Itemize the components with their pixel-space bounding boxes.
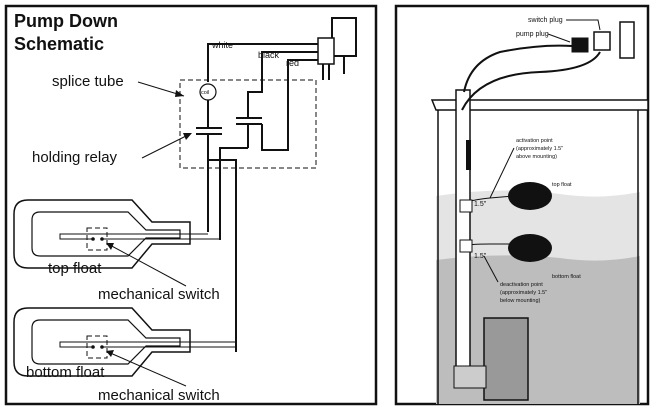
holding-relay-arrow bbox=[141, 133, 191, 159]
bottom-switch-arrow bbox=[107, 351, 187, 387]
pump-plug-icon bbox=[571, 37, 589, 53]
switch-plug-icon bbox=[593, 31, 611, 51]
wall-outlet bbox=[619, 21, 635, 59]
tank-panel: switch plug pump plug 1.5" activation po… bbox=[394, 4, 650, 406]
switch-plug-label: switch plug bbox=[528, 17, 563, 24]
schematic-title-line1: Pump Down bbox=[14, 11, 118, 31]
switch-cord bbox=[461, 51, 601, 111]
deactivation-point-line1: deactivation point bbox=[500, 282, 543, 288]
top-float-label: top float bbox=[48, 260, 102, 277]
top-float-icon bbox=[508, 182, 552, 210]
top-measure-label: 1.5" bbox=[474, 201, 487, 208]
pump-cord bbox=[463, 44, 573, 93]
schematic-title-line2: Schematic bbox=[14, 34, 104, 54]
schematic-panel: Pump Down Schematic white black red coil bbox=[4, 4, 378, 406]
splice-tube-label: splice tube bbox=[52, 73, 124, 90]
pump-plug-label: pump plug bbox=[516, 31, 549, 38]
white-wire bbox=[207, 43, 318, 82]
deactivation-point-line2: (approximately 1.5" bbox=[500, 290, 547, 296]
tank-rim bbox=[430, 99, 649, 111]
activation-point-line2: (approximately 1.5" bbox=[516, 146, 563, 152]
red-wire bbox=[261, 59, 318, 151]
top-switch-arrow bbox=[107, 243, 187, 287]
pump-base bbox=[453, 365, 487, 389]
splice-tube-box bbox=[179, 79, 317, 169]
bottom-mechanical-switch-label: mechanical switch bbox=[98, 387, 220, 404]
bottom-measure-label: 1.5" bbox=[474, 253, 487, 260]
bottom-float-label: bottom float bbox=[26, 364, 105, 381]
discharge-pipe bbox=[455, 89, 471, 381]
white-wire-label: white bbox=[211, 40, 233, 50]
top-float-label-right: top float bbox=[552, 182, 572, 188]
bottom-float-label-right: bottom float bbox=[552, 274, 581, 280]
activation-point-line3: above mounting) bbox=[516, 154, 557, 160]
black-wire-label: black bbox=[258, 50, 280, 60]
activation-point-line1: activation point bbox=[516, 138, 553, 144]
bottom-float-icon bbox=[508, 234, 552, 262]
deactivation-point-line3: below mounting) bbox=[500, 298, 541, 304]
red-wire-label: red bbox=[286, 58, 299, 68]
black-wire bbox=[247, 51, 318, 118]
power-plug-icon bbox=[317, 17, 357, 80]
top-mechanical-switch-label: mechanical switch bbox=[98, 286, 220, 303]
coil-label: coil bbox=[201, 90, 209, 96]
pump-body bbox=[483, 317, 529, 401]
holding-relay-label: holding relay bbox=[32, 149, 118, 166]
